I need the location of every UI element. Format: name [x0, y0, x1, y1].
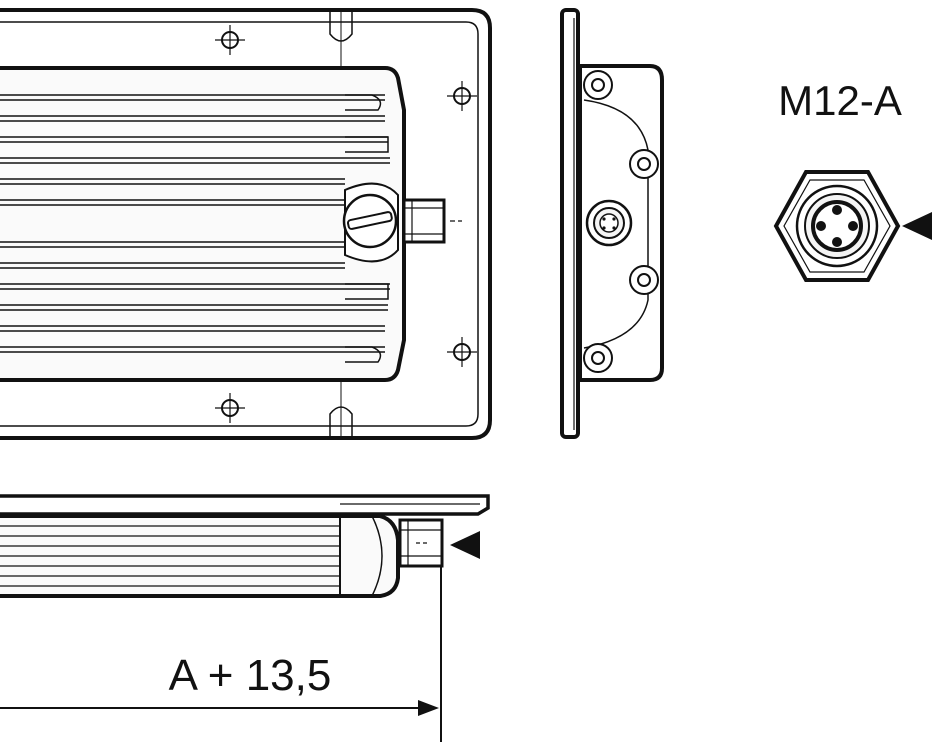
dimension-line: A + 13,5 [0, 566, 442, 742]
mount-hole-icon [446, 80, 478, 112]
connector-title: M12-A [778, 77, 902, 124]
mount-hole-icon [214, 24, 246, 56]
m12-detail: M12-A [773, 77, 932, 282]
m12-connector-icon [811, 200, 863, 252]
bottom-view [0, 494, 490, 598]
triangle-left-icon [902, 212, 932, 240]
triangle-left-icon [450, 531, 480, 559]
side-view [560, 8, 664, 439]
mount-hole-icon [214, 392, 246, 424]
mount-hole-icon [446, 336, 478, 368]
side-connector-icon [585, 199, 633, 247]
connector-stub [402, 198, 446, 244]
arrowhead-icon [418, 700, 439, 716]
front-view [0, 8, 492, 440]
dimension-label: A + 13,5 [169, 651, 332, 700]
